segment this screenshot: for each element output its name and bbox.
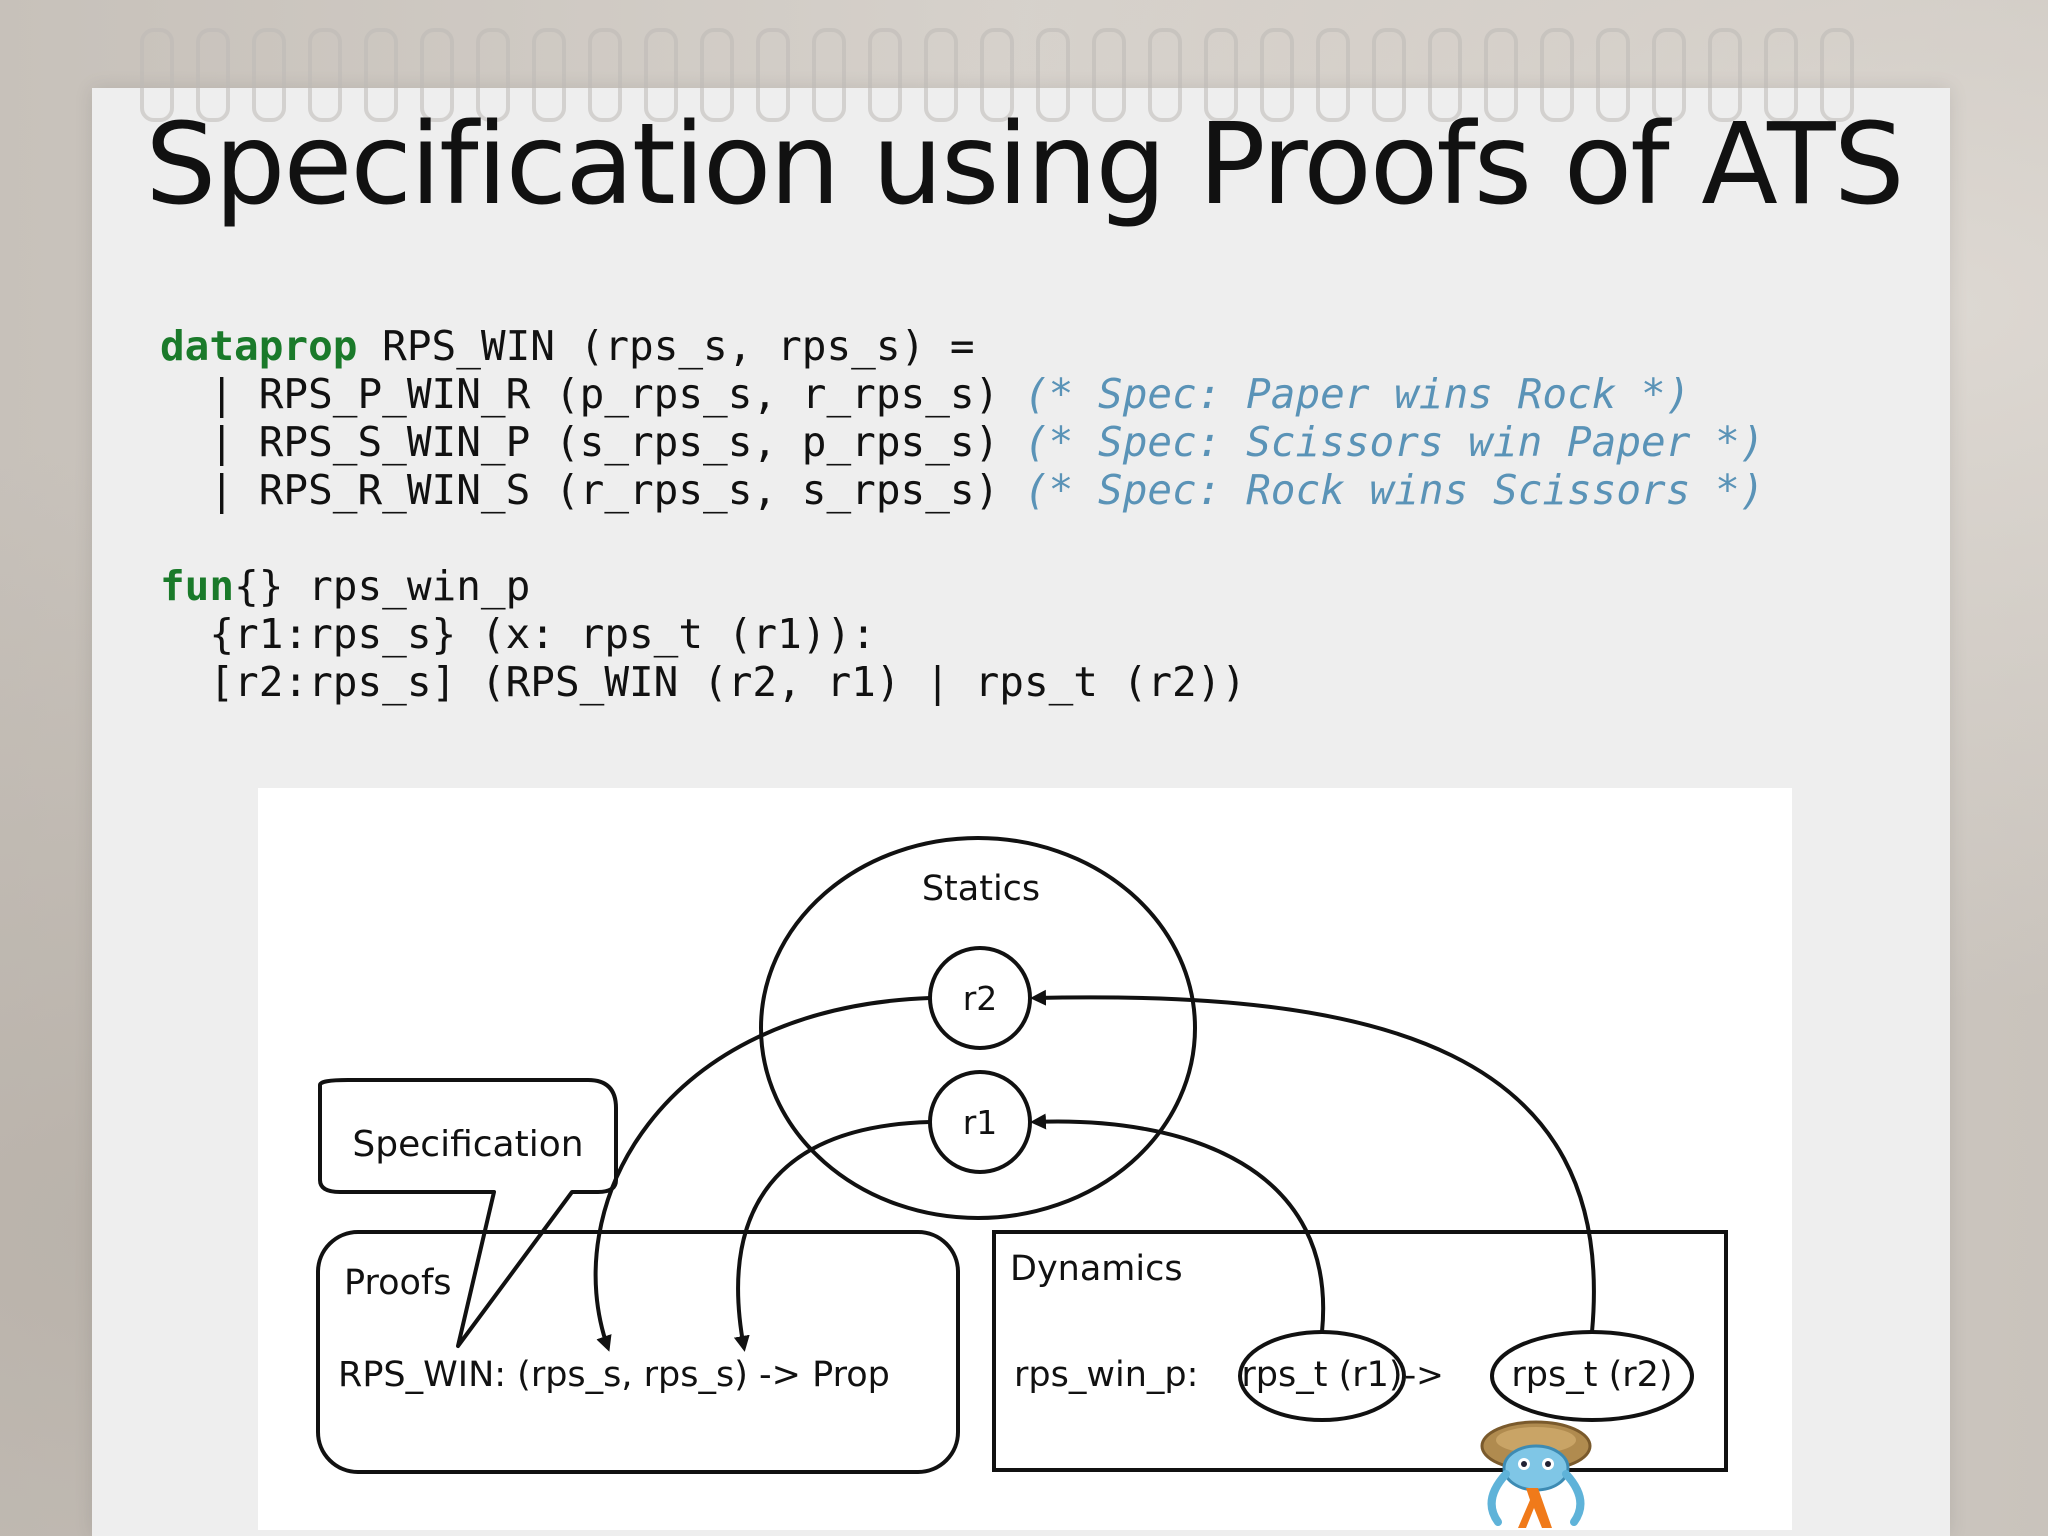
case-code: | RPS_P_WIN_R (p_rps_s, r_rps_s) (160, 370, 1024, 418)
code-case-1: | RPS_P_WIN_R (p_rps_s, r_rps_s) (* Spec… (160, 370, 1690, 418)
rps-win-p-label: rps_win_p: (1014, 1355, 1198, 1395)
code-fun-line-3: [r2:rps_s] (RPS_WIN (r2, r1) | rps_t (r2… (160, 658, 1247, 706)
code-line-fun: fun{} rps_win_p (160, 562, 530, 610)
code-block: dataprop RPS_WIN (rps_s, rps_s) = | RPS_… (160, 322, 1764, 706)
keyword-fun: fun (160, 562, 235, 610)
case-comment: (* Spec: Scissors win Paper *) (1023, 418, 1765, 466)
dataprop-decl: RPS_WIN (rps_s, rps_s) = (357, 322, 975, 370)
arrow-label: -> (1404, 1355, 1444, 1394)
dynamics-label: Dynamics (1010, 1249, 1183, 1289)
diagram-svg: Statics r2 r1 Specification Proofs RPS_W… (316, 836, 1728, 1474)
edge-rpst-r2-to-r2 (1030, 989, 1596, 1333)
statics-ellipse (759, 836, 1197, 1220)
code-line-dataprop: dataprop RPS_WIN (rps_s, rps_s) = (160, 322, 975, 370)
case-comment: (* Spec: Paper wins Rock *) (1023, 370, 1691, 418)
rps-t-r1-label: rps_t (r1) (1241, 1355, 1402, 1395)
proofs-label: Proofs (344, 1263, 452, 1303)
proofs-signature: RPS_WIN: (rps_s, rps_s) -> Prop (338, 1355, 890, 1395)
specification-bubble (318, 1078, 618, 1348)
case-comment: (* Spec: Rock wins Scissors *) (1023, 466, 1765, 514)
specification-label: Specification (352, 1124, 583, 1165)
code-case-2: | RPS_S_WIN_P (s_rps_s, p_rps_s) (* Spec… (160, 418, 1764, 466)
case-code: | RPS_R_WIN_S (r_rps_s, s_rps_s) (160, 466, 1024, 514)
proofs-box (316, 1230, 960, 1474)
spiral-binding (140, 28, 1880, 138)
r1-label: r1 (963, 1103, 998, 1142)
statics-label: Statics (922, 869, 1040, 909)
edge-r2-to-proofs (593, 996, 931, 1352)
r2-label: r2 (963, 979, 998, 1018)
edge-r1-to-proofs (733, 1120, 931, 1352)
slide-title: Specification using Proofs of ATS (145, 100, 1904, 230)
statics-dynamics-diagram: Statics r2 r1 Specification Proofs RPS_W… (258, 788, 1792, 1530)
fun-decl: {} rps_win_p (234, 562, 531, 610)
keyword-dataprop: dataprop (160, 322, 358, 370)
dynamics-box (992, 1230, 1728, 1472)
code-fun-line-2: {r1:rps_s} (x: rps_t (r1)): (160, 610, 876, 658)
edge-rpst-r1-to-r1 (1030, 1113, 1326, 1333)
ats-crab-logo-icon (1480, 1420, 1592, 1528)
code-case-3: | RPS_R_WIN_S (r_rps_s, s_rps_s) (* Spec… (160, 466, 1764, 514)
rps-t-r2-label: rps_t (r2) (1511, 1355, 1672, 1395)
case-code: | RPS_S_WIN_P (s_rps_s, p_rps_s) (160, 418, 1024, 466)
